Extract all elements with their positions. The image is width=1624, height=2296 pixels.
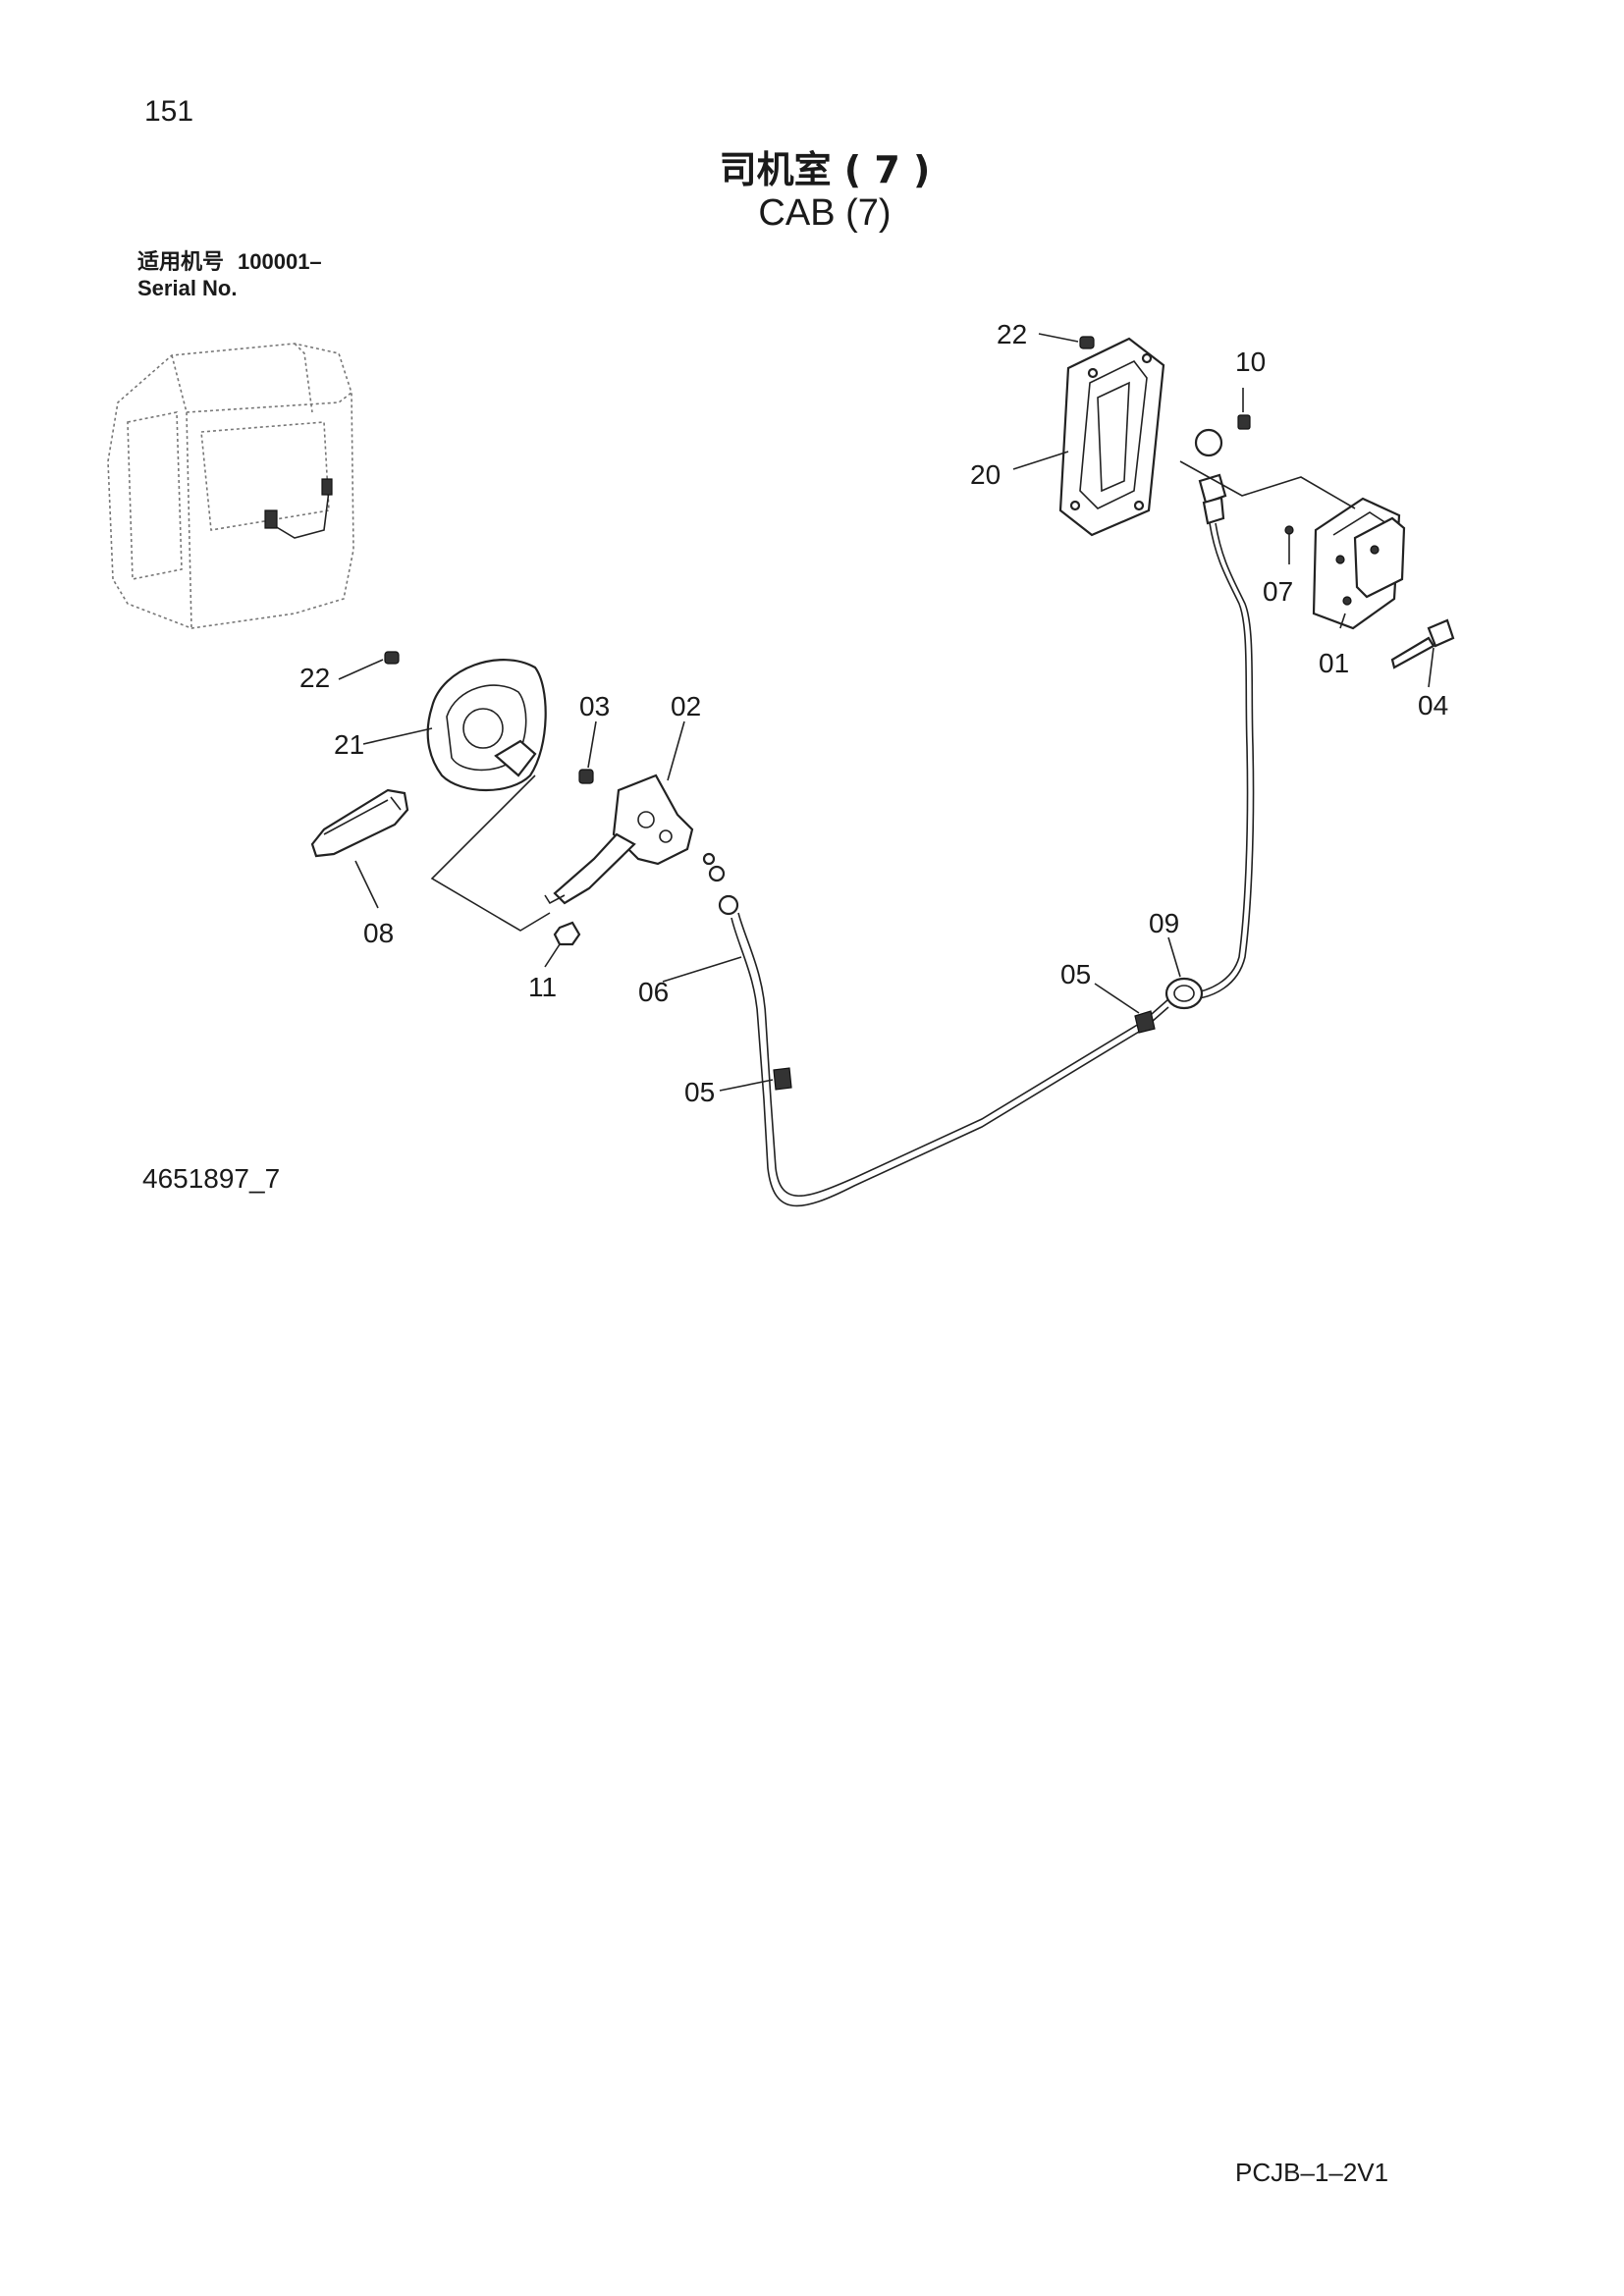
part-08-handle	[310, 788, 409, 858]
part-09-grommet	[1164, 977, 1204, 1010]
page-number: 151	[144, 95, 194, 128]
latch-location-marker	[264, 509, 278, 529]
callout-02: 02	[671, 691, 701, 721]
document-code: PCJB–1–2V1	[1235, 2158, 1389, 2187]
part-22-screw-top	[1079, 336, 1095, 349]
handle-location-marker	[321, 478, 333, 496]
part-05-clip-right	[1134, 1010, 1156, 1034]
serial-label-english: Serial No.	[137, 276, 238, 300]
serial-value: 100001–	[238, 249, 322, 274]
callout-20: 20	[970, 459, 1001, 490]
callout-leaders	[338, 333, 1435, 1092]
part-04-bolt	[1390, 618, 1455, 669]
cable-upper	[1189, 522, 1249, 994]
callout-03: 03	[579, 691, 610, 721]
part-21-handle-housing	[426, 659, 547, 791]
callout-04: 04	[1418, 690, 1448, 721]
serial-label-chinese: 适用机号	[137, 250, 225, 275]
part-03-screw	[578, 769, 594, 784]
callout-21: 21	[334, 729, 364, 760]
part-22-screw-left	[384, 651, 400, 665]
cable-lower	[737, 912, 1169, 1198]
part-07-pin	[1284, 525, 1294, 535]
callout-06: 06	[638, 977, 669, 1007]
part-02-release-lever	[544, 774, 694, 905]
callout-07: 07	[1263, 576, 1293, 607]
part-11-nut	[553, 921, 581, 946]
serial-number-block: 适用机号 100001– Serial No.	[137, 249, 322, 301]
callout-01: 01	[1319, 648, 1349, 678]
callout-09: 09	[1149, 908, 1179, 938]
drawing-number: 4651897_7	[142, 1163, 281, 1194]
callout-08: 08	[363, 918, 394, 948]
callout-22-left: 22	[299, 663, 330, 693]
cab-location-thumbnail	[107, 343, 354, 629]
part-01-door-latch	[1312, 497, 1406, 630]
part-05-clip-left	[773, 1067, 792, 1091]
callout-22-top: 22	[997, 319, 1027, 349]
callout-05-right: 05	[1060, 959, 1091, 989]
cable-end-fitting-top	[1194, 428, 1227, 525]
callout-11: 11	[528, 972, 557, 1002]
callout-10: 10	[1235, 347, 1266, 377]
part-20-striker-plate	[1058, 337, 1165, 537]
exploded-leader-left	[430, 774, 551, 932]
part-10-bolt	[1237, 414, 1251, 430]
exploded-leader-top	[1179, 460, 1356, 509]
page-title-chinese: 司机室 ( 7 )	[719, 148, 931, 191]
callout-05-left: 05	[684, 1077, 715, 1107]
page-title-english: CAB (7)	[758, 192, 892, 234]
cable-end-fitting-bottom	[702, 852, 739, 916]
